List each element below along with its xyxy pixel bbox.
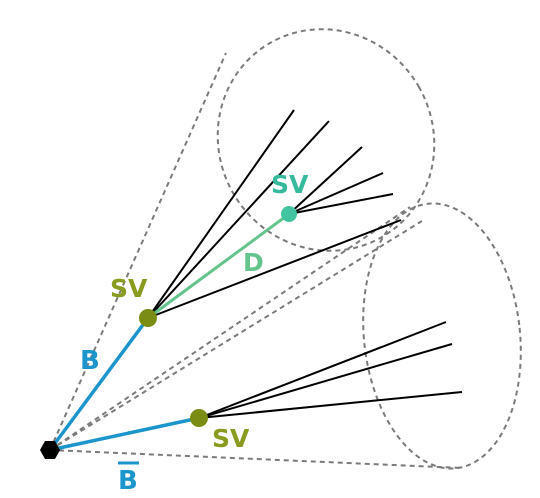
sv-bbar-label: SV	[212, 424, 250, 453]
track	[198, 391, 463, 419]
track	[147, 219, 402, 319]
upper-cone-mouth	[216, 28, 436, 252]
b-flight-line	[48, 316, 150, 452]
sv-b-dot	[139, 309, 157, 327]
track	[288, 146, 363, 215]
tracks	[147, 109, 463, 419]
b-label: B	[80, 346, 100, 376]
d-label: D	[243, 248, 264, 277]
track	[288, 172, 384, 215]
d-flight-line	[147, 212, 290, 320]
bbar-label: B	[118, 466, 138, 496]
primary-vertex-dot	[40, 441, 60, 459]
sv-bbar-dot	[190, 409, 208, 427]
upper-cone-edge-top	[49, 52, 227, 451]
track	[198, 343, 453, 419]
lower-cone-edge-top	[49, 206, 411, 451]
lower-cone-edge-bottom	[49, 449, 463, 469]
bbar-flight-line	[49, 416, 200, 452]
track	[288, 193, 394, 215]
sv-d-label: SV	[271, 170, 309, 199]
lower-cone-mouth	[362, 202, 522, 470]
track	[198, 321, 447, 419]
sv-b-label: SV	[110, 274, 148, 303]
upper-cone-edge-bottom	[49, 220, 423, 451]
cones	[49, 28, 522, 470]
sv-d-dot	[281, 206, 297, 222]
track	[147, 120, 330, 319]
track	[147, 109, 295, 319]
